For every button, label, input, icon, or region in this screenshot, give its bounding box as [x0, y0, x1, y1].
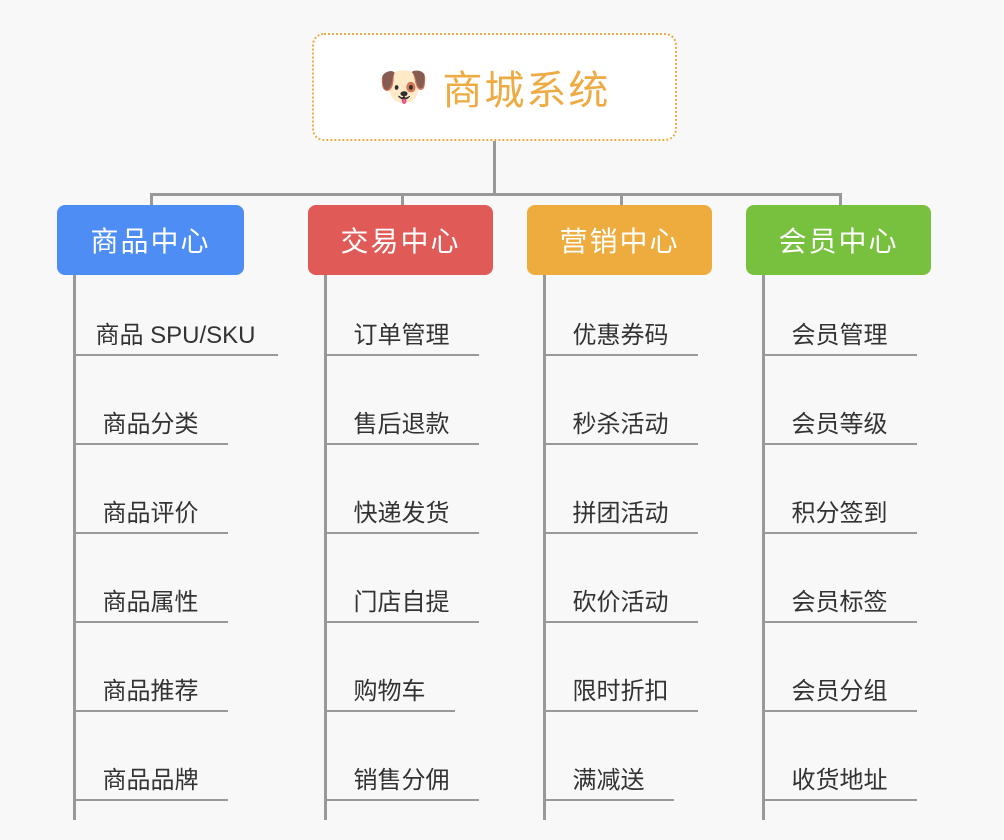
root-stem [493, 141, 496, 196]
leaf-item[interactable]: 会员标签 [762, 575, 917, 623]
leaf-item[interactable]: 商品分类 [73, 397, 228, 445]
root-title: 商城系统 [442, 69, 611, 113]
category-trunk-2 [324, 275, 327, 820]
category-trunk-3 [543, 275, 546, 820]
leaf-item[interactable]: 限时折扣 [543, 664, 698, 712]
leaf-item[interactable]: 商品 SPU/SKU [73, 308, 278, 356]
category-header-4[interactable]: 会员中心 [746, 205, 931, 275]
leaf-item[interactable]: 拼团活动 [543, 486, 698, 534]
root-node[interactable]: 🐶 商城系统 [312, 33, 677, 141]
leaf-item[interactable]: 会员分组 [762, 664, 917, 712]
category-header-1[interactable]: 商品中心 [57, 205, 244, 275]
leaf-item[interactable]: 砍价活动 [543, 575, 698, 623]
leaf-item[interactable]: 优惠券码 [543, 308, 698, 356]
leaf-item[interactable]: 快递发货 [324, 486, 479, 534]
category-trunk-4 [762, 275, 765, 820]
category-header-3[interactable]: 营销中心 [527, 205, 712, 275]
leaf-item[interactable]: 商品品牌 [73, 753, 228, 801]
leaf-item[interactable]: 门店自提 [324, 575, 479, 623]
leaf-item[interactable]: 收货地址 [762, 753, 917, 801]
leaf-item[interactable]: 会员等级 [762, 397, 917, 445]
leaf-item[interactable]: 会员管理 [762, 308, 917, 356]
leaf-item[interactable]: 订单管理 [324, 308, 479, 356]
leaf-item[interactable]: 秒杀活动 [543, 397, 698, 445]
leaf-item[interactable]: 商品评价 [73, 486, 228, 534]
category-header-2[interactable]: 交易中心 [308, 205, 493, 275]
leaf-item[interactable]: 销售分佣 [324, 753, 479, 801]
connector-bus [150, 193, 842, 196]
dog-face-icon: 🐶 [378, 65, 429, 109]
leaf-item[interactable]: 满减送 [543, 753, 674, 801]
leaf-item[interactable]: 商品属性 [73, 575, 228, 623]
leaf-item[interactable]: 售后退款 [324, 397, 479, 445]
leaf-item[interactable]: 商品推荐 [73, 664, 228, 712]
category-trunk-1 [73, 275, 76, 820]
leaf-item[interactable]: 积分签到 [762, 486, 917, 534]
leaf-item[interactable]: 购物车 [324, 664, 455, 712]
